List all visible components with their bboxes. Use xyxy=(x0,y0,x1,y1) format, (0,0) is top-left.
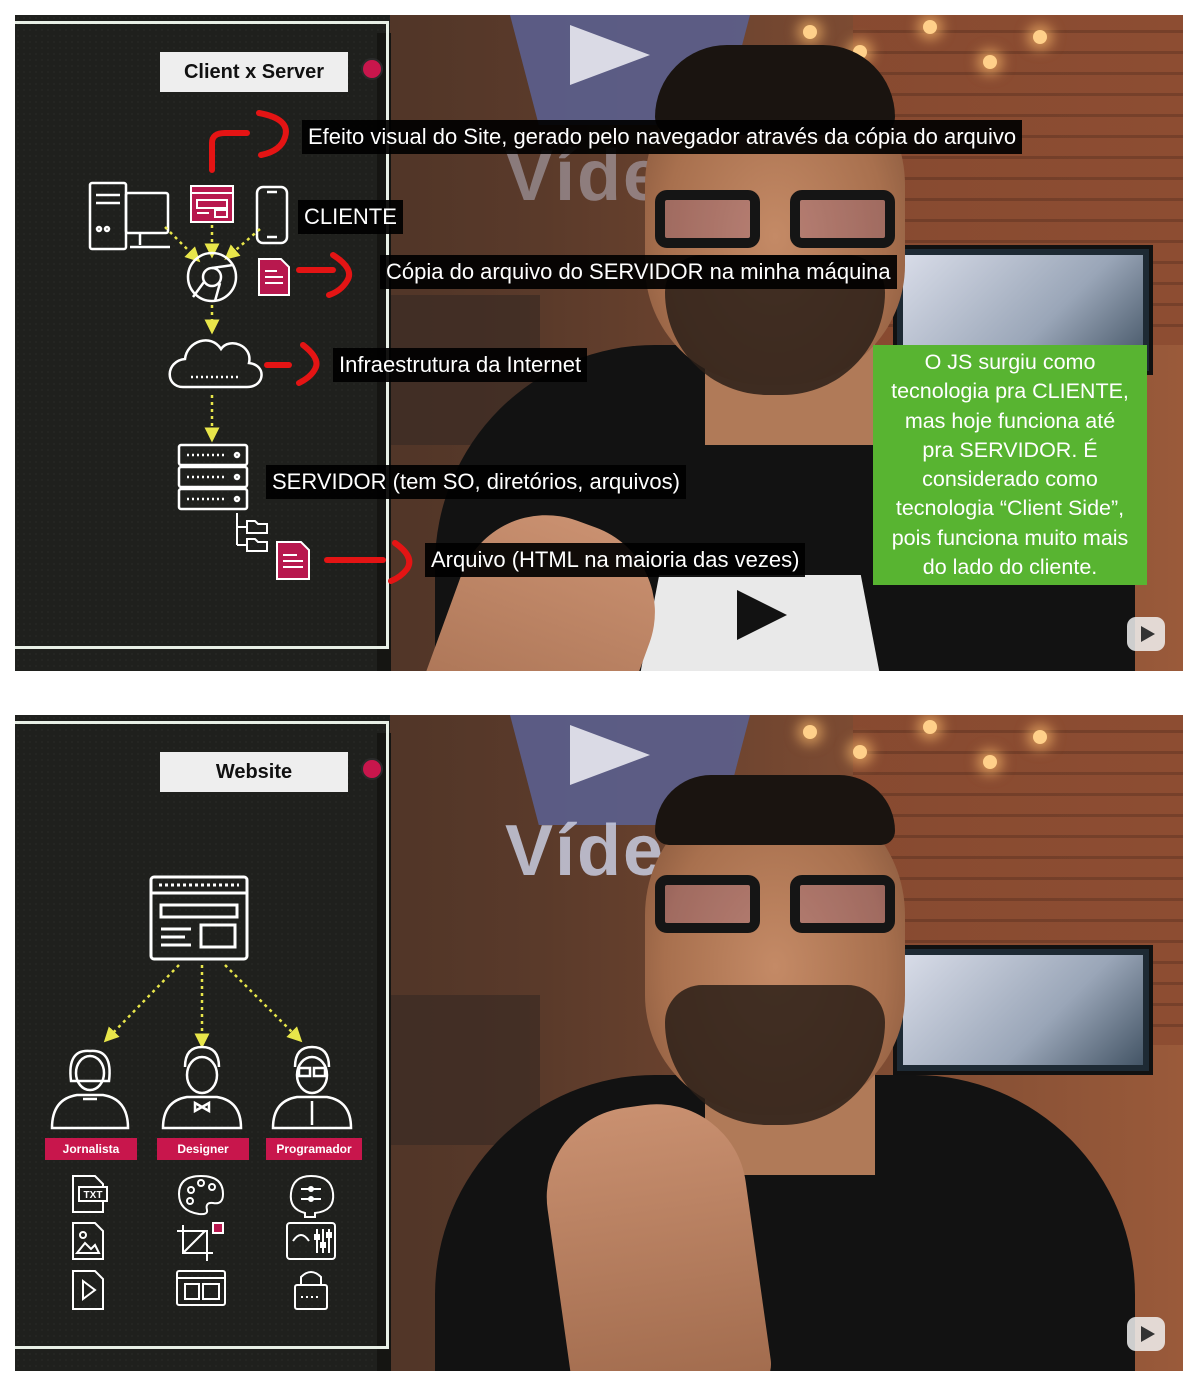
role-programador: Programador xyxy=(266,1138,362,1160)
server-icon xyxy=(177,443,249,511)
password-lock-icon xyxy=(294,1271,328,1310)
desktop-computer-icon xyxy=(88,181,170,251)
glasses xyxy=(655,190,895,250)
note-line: tecnologia “Client Side”, xyxy=(895,496,1125,521)
panel-title: Client x Server xyxy=(160,52,348,92)
label-infraestrutura: Infraestrutura da Internet xyxy=(333,348,588,382)
video-frame-website: Vídeo Website xyxy=(15,715,1183,1371)
label-copia-arquivo: Cópia do arquivo do SERVIDOR na minha má… xyxy=(380,255,897,289)
diagram-graphics: TXT xyxy=(50,875,353,1310)
html-file-icon xyxy=(276,541,310,580)
smartphone-icon xyxy=(255,185,289,245)
brain-circuit-icon xyxy=(289,1174,335,1218)
background-monitor xyxy=(893,945,1153,1075)
layout-icon xyxy=(176,1270,226,1306)
image-file-icon xyxy=(72,1222,104,1260)
document-copy-icon xyxy=(258,258,290,296)
browser-window-icon xyxy=(190,185,234,223)
video-frame-client-server: Vídeo Client x Server xyxy=(15,15,1183,671)
dotted-arrows-to-roles xyxy=(103,964,303,1049)
website-window-icon xyxy=(149,875,249,961)
js-info-note: O JS surgiu como tecnologia pra CLIENTE,… xyxy=(873,345,1147,585)
txt-badge: TXT xyxy=(84,1190,103,1201)
cloud-icon xyxy=(168,339,263,389)
diagram-graphics xyxy=(88,110,413,584)
panel-title: Website xyxy=(160,752,348,792)
role-jornalista: Jornalista xyxy=(45,1138,137,1160)
glasses xyxy=(655,875,895,935)
crop-icon xyxy=(177,1222,224,1261)
note-line: tecnologia pra CLIENTE, xyxy=(891,379,1129,404)
note-line: pra SERVIDOR. É xyxy=(922,437,1098,462)
txt-file-icon: TXT xyxy=(72,1175,108,1213)
video-file-icon xyxy=(72,1270,104,1310)
dotted-arrows-to-browser xyxy=(164,225,261,263)
record-dot xyxy=(361,58,383,80)
designer-avatar-icon xyxy=(161,1045,243,1130)
palette-icon xyxy=(177,1174,225,1216)
label-efeito-visual: Efeito visual do Site, gerado pelo naveg… xyxy=(302,120,1023,154)
folder-tree-icon xyxy=(236,513,268,552)
note-line: pois funciona muito mais xyxy=(891,525,1129,550)
label-servidor: SERVIDOR (tem SO, diretórios, arquivos) xyxy=(266,465,686,499)
note-line: mas hoje funciona até xyxy=(904,408,1116,433)
youtube-watermark-icon xyxy=(1127,1317,1165,1351)
label-cliente: CLIENTE xyxy=(298,200,403,234)
note-line: do lado do cliente. xyxy=(922,555,1098,580)
journalist-avatar-icon xyxy=(50,1049,130,1130)
red-pointer-arrows xyxy=(209,110,413,584)
programmer-avatar-icon xyxy=(271,1045,353,1130)
note-line: O JS surgiu como xyxy=(924,350,1096,374)
label-arquivo-html: Arquivo (HTML na maioria das vezes) xyxy=(425,543,806,577)
record-dot xyxy=(361,758,383,780)
dashboard-icon xyxy=(286,1222,336,1260)
chrome-browser-icon xyxy=(186,251,238,303)
youtube-watermark-icon xyxy=(1127,617,1165,651)
role-designer: Designer xyxy=(157,1138,249,1160)
note-line: considerado como xyxy=(922,467,1098,492)
